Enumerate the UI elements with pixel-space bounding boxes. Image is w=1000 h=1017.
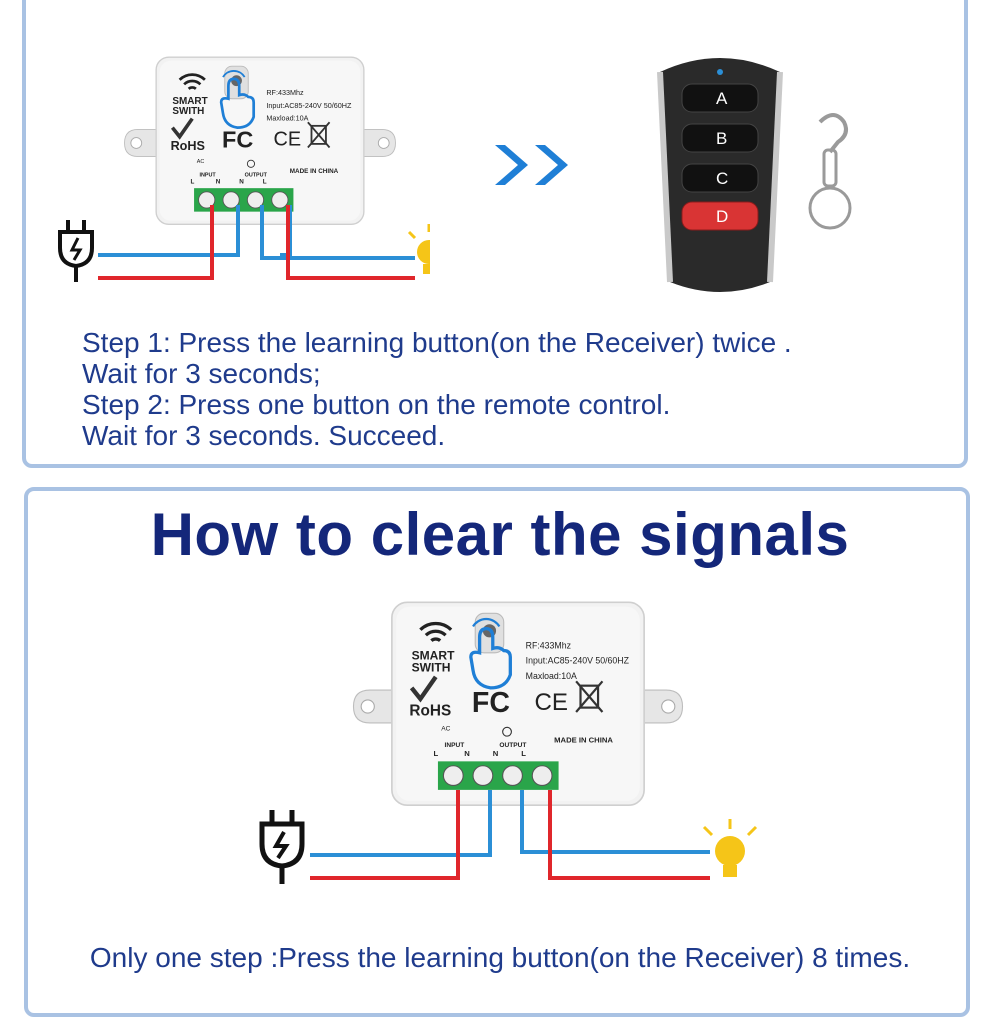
remote-label-d: D <box>716 207 728 226</box>
made-in-label: MADE IN CHINA <box>290 168 339 175</box>
maxload-spec: Maxload:10A <box>266 113 308 122</box>
step-1-wait-text: Wait for 3 seconds; <box>82 358 321 389</box>
terminal-block <box>194 188 294 212</box>
remote-label-b: B <box>716 129 727 148</box>
weee-bin-icon <box>307 121 331 149</box>
input-spec: Input:AC85-240V 50/60HZ <box>266 101 352 110</box>
input-label: INPUT <box>199 172 216 178</box>
remote-label-c: C <box>716 169 728 188</box>
brand-line1: SMART <box>412 648 455 662</box>
terminal-label: L <box>190 179 194 186</box>
weee-bin-icon <box>575 680 604 713</box>
terminal-label: L <box>521 749 526 758</box>
wifi-icon <box>419 621 453 643</box>
rohs-mark: RoHS <box>409 702 451 719</box>
remote-button-b[interactable] <box>681 123 759 153</box>
ce-mark: CE <box>274 129 302 151</box>
step-2-wait-text: Wait for 3 seconds. Succeed. <box>82 420 446 451</box>
receiver-device-bottom: SMART SWITH RF:433Mhz Input:AC85-240V 50… <box>352 601 684 807</box>
terminal-label: L <box>434 749 439 758</box>
keyring-icon <box>808 113 852 230</box>
terminal-label: L <box>263 179 267 186</box>
brand-line1: SMART <box>172 96 207 107</box>
power-plug-icon <box>58 220 94 282</box>
terminal-label: N <box>493 749 499 758</box>
terminal-label: N <box>239 179 244 186</box>
brand-line2: SWITH <box>172 106 204 117</box>
light-bulb-icon <box>407 224 430 274</box>
step-2-text: Step 2: Press one button on the remote c… <box>82 389 671 420</box>
wifi-icon <box>178 73 206 90</box>
remote-button-a[interactable] <box>681 83 759 113</box>
terminal-label: N <box>216 179 221 186</box>
terminal-label: N <box>464 749 470 758</box>
remote-button-c[interactable] <box>681 163 759 193</box>
remote-button-d[interactable] <box>681 201 759 231</box>
double-chevron-right-icon <box>495 145 568 185</box>
ac-label: AC <box>197 159 205 165</box>
rohs-mark: RoHS <box>171 139 205 153</box>
check-icon <box>409 675 438 703</box>
wiring-bottom <box>259 790 758 884</box>
maxload-spec: Maxload:10A <box>526 671 577 681</box>
step-1-text: Step 1: Press the learning button(on the… <box>82 327 792 358</box>
input-spec: Input:AC85-240V 50/60HZ <box>526 656 630 666</box>
hand-press-icon <box>469 617 512 690</box>
pairing-instructions: Step 1: Press the learning button(on the… <box>82 327 792 451</box>
ce-mark: CE <box>534 689 568 716</box>
section-title: How to clear the signals <box>150 501 850 568</box>
clear-instruction: Only one step :Press the learning button… <box>89 942 911 973</box>
brand-line2: SWITH <box>412 660 451 674</box>
rf-spec: RF:433Mhz <box>526 640 571 650</box>
power-plug-icon <box>259 810 305 884</box>
rf-spec: RF:433Mhz <box>266 88 304 97</box>
remote-control: A B C D <box>657 58 852 292</box>
wiring-top <box>58 205 430 282</box>
fc-mark: FC <box>222 127 253 153</box>
receiver-device-top: SMART SWITH RF:433Mhz Input:AC85-240V 50… <box>123 56 397 225</box>
hand-press-icon <box>219 70 256 130</box>
remote-label-a: A <box>716 89 728 108</box>
output-label: OUTPUT <box>245 172 268 178</box>
ac-label: AC <box>441 726 450 733</box>
input-label: INPUT <box>445 742 465 749</box>
made-in-label: MADE IN CHINA <box>554 736 613 745</box>
fc-mark: FC <box>472 687 510 719</box>
output-label: OUTPUT <box>499 742 526 749</box>
light-bulb-icon <box>702 819 758 877</box>
check-icon <box>170 117 194 140</box>
